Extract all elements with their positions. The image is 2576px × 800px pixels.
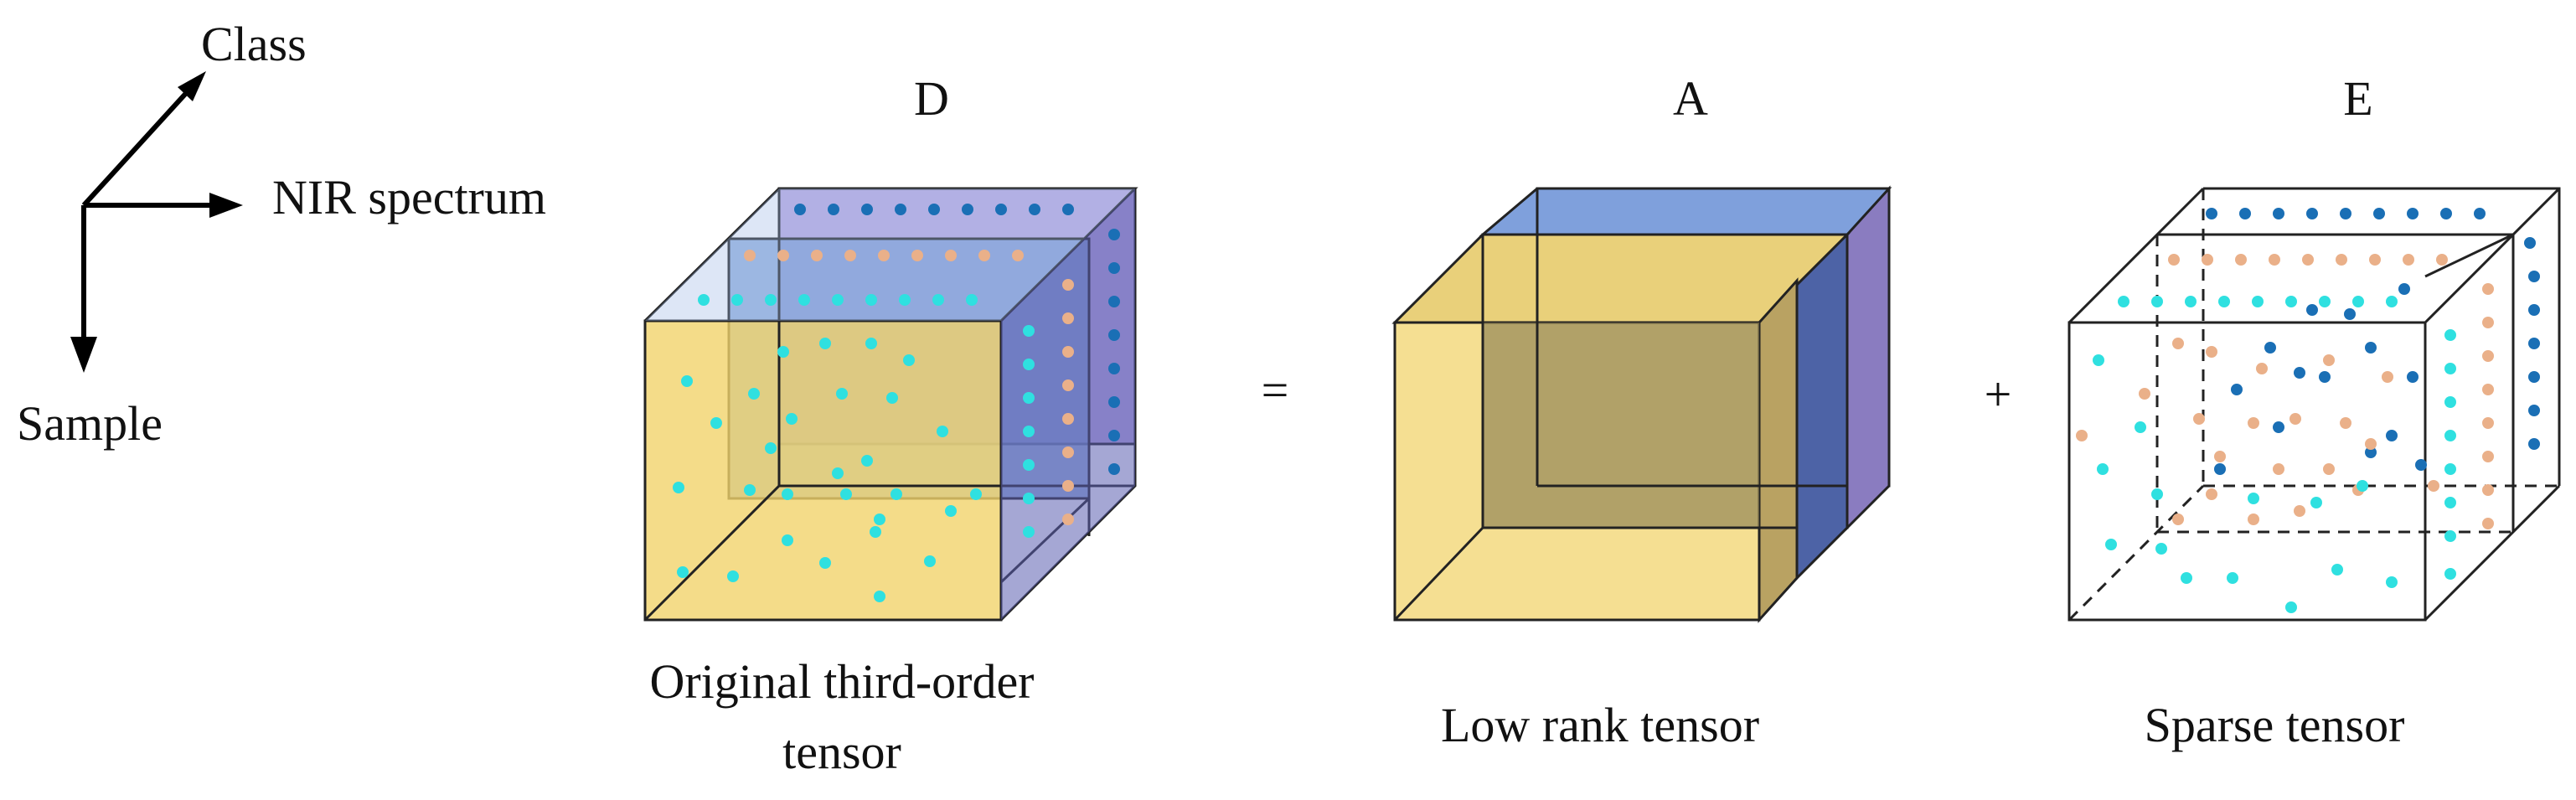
sample-arrowhead-icon — [70, 337, 97, 373]
class-arrowhead-icon — [178, 71, 206, 101]
tensor-d-front-slice — [643, 319, 1003, 622]
spectrum-axis-label: NIR spectrum — [272, 170, 546, 225]
tensor-a-edges — [1393, 188, 1847, 622]
tensor-d-back-dots — [794, 204, 1120, 475]
tensor-e: E — [2068, 71, 2561, 752]
class-axis-label: Class — [201, 17, 307, 71]
tensor-d-side-face — [1001, 188, 1135, 620]
plus-operator: + — [1985, 367, 2012, 421]
tensor-e-symbol: E — [2343, 71, 2372, 126]
sample-axis-label: Sample — [17, 396, 163, 451]
axes-indicator: Class NIR spectrum Sample — [17, 17, 546, 451]
tensor-a-middle-side — [1795, 231, 1849, 581]
spectrum-arrowhead-icon — [209, 193, 243, 218]
equals-operator: = — [1262, 363, 1289, 417]
tensor-d-middle-dots — [744, 250, 1074, 525]
tensor-a: A Low rank tensor — [1391, 71, 1892, 752]
tensor-a-inner-overlap — [1483, 323, 1759, 528]
tensor-e-back-dots — [2206, 208, 2540, 475]
tensor-d-front-dots — [673, 294, 1035, 602]
class-axis-arrow — [81, 88, 191, 208]
tensor-d-caption-line1: Original third-order — [649, 654, 1034, 709]
tensor-d: D — [643, 71, 1138, 779]
tensor-d-caption-line2: tensor — [782, 725, 901, 779]
tensor-a-caption: Low rank tensor — [1441, 698, 1759, 752]
tensor-e-middle-dots — [2076, 254, 2494, 529]
tensor-a-middle-top — [1479, 187, 1892, 236]
tensor-d-top-face — [645, 188, 1135, 321]
tensor-e-caption: Sparse tensor — [2145, 698, 2405, 752]
tensor-a-front-side — [1758, 277, 1799, 623]
tensor-a-symbol: A — [1673, 71, 1708, 126]
tensor-e-front-dots — [2093, 296, 2456, 613]
tensor-e-wireframe — [2068, 187, 2561, 622]
tensor-d-symbol: D — [914, 71, 949, 126]
tensor-a-back-side — [1846, 185, 1891, 531]
